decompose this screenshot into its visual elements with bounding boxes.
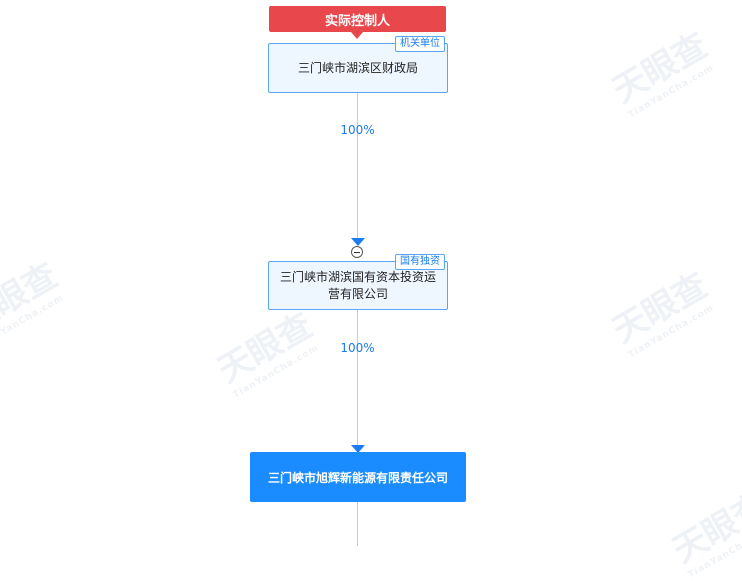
edge-line-2 — [357, 310, 358, 446]
node-state-capital-company[interactable]: 三门峡市湖滨国有资本投资运营有限公司 国有独资 — [268, 254, 448, 310]
edge-percent-2: 100% — [340, 341, 375, 355]
node-label: 三门峡市湖滨国有资本投资运营有限公司 — [279, 269, 436, 301]
edge-percent-1: 100% — [340, 123, 375, 137]
node-label: 三门峡市旭辉新能源有限责任公司 — [267, 470, 448, 485]
controller-pointer — [351, 32, 363, 39]
node-label: 三门峡市湖滨区财政局 — [297, 60, 418, 75]
edge-line-3 — [357, 502, 358, 546]
actual-controller-badge: 实际控制人 — [269, 6, 446, 32]
edge-arrow-1 — [351, 238, 365, 246]
node-type-tag: 国有独资 — [395, 254, 445, 270]
node-finance-bureau[interactable]: 三门峡市湖滨区财政局 机关单位 — [268, 36, 448, 93]
node-target-company[interactable]: 三门峡市旭辉新能源有限责任公司 — [250, 452, 466, 502]
edge-line-1 — [357, 93, 358, 239]
edge-arrow-2 — [351, 445, 365, 453]
node-type-tag: 机关单位 — [395, 36, 445, 52]
collapse-toggle-icon[interactable] — [351, 246, 363, 258]
